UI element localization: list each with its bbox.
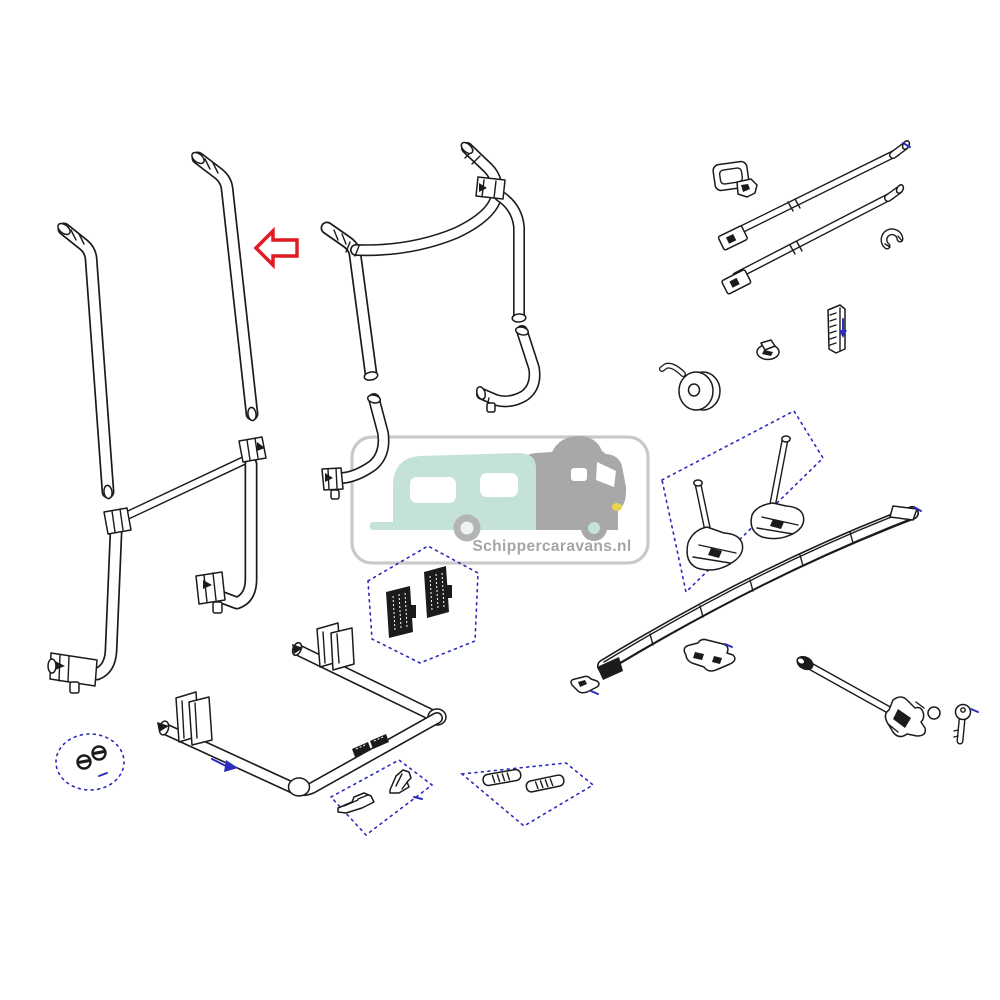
group-cap-nuts: [55, 733, 125, 791]
part-top-frame: [327, 141, 527, 381]
motorhome-icon: [520, 436, 627, 541]
caravan-icon: [370, 452, 536, 542]
part-wing-nut: [756, 339, 780, 361]
part-small-clip: [570, 675, 600, 695]
rubber-pad: [424, 566, 452, 618]
mounting-bracket: [389, 769, 412, 794]
blue-callout-arrow-icon: [211, 758, 238, 772]
part-rail-clamp: [683, 638, 736, 672]
dotted-box: [460, 762, 595, 827]
profile-strip: [482, 768, 522, 787]
red-highlight-arrow-icon: [253, 226, 299, 270]
cap-nut: [91, 745, 107, 761]
watermark-text: Schippercaravans.nl: [472, 538, 631, 555]
group-lever-clamps: [661, 409, 825, 594]
dotted-box: [367, 545, 479, 664]
rubber-pad: [386, 586, 416, 638]
mounting-bracket: [337, 792, 375, 814]
part-bottom-frame: [157, 622, 447, 797]
lever-clamp: [686, 479, 744, 571]
group-profile-strips: [460, 762, 595, 827]
blue-callout-tick-icon: [913, 506, 922, 512]
part-wall-clip: [712, 160, 758, 198]
profile-strip: [525, 774, 565, 793]
cap-nut: [76, 754, 92, 770]
part-elbow-tube-left: [321, 394, 384, 500]
blue-callout-tick-icon: [724, 643, 733, 648]
part-ratchet-plate: [827, 304, 847, 354]
dotted-box: [661, 409, 825, 594]
blue-callout-arrow-icon: [839, 318, 847, 338]
part-support-bar-upper: [717, 140, 911, 251]
watermark: Schippercaravans.nl: [350, 435, 650, 565]
blue-callout-tick-icon: [98, 772, 108, 777]
part-c-clip: [884, 232, 902, 247]
dotted-box: [329, 759, 434, 837]
part-mid-frame: [47, 436, 267, 694]
part-vertical-rail-left: [57, 221, 113, 500]
part-elbow-tube-right: [475, 326, 534, 413]
blue-callout-tick-icon: [970, 708, 979, 713]
group-mounting-brackets: [329, 759, 434, 837]
part-curved-rail: [597, 505, 922, 680]
dotted-box: [55, 733, 125, 791]
lever-clamp: [750, 435, 805, 540]
watermark-border: [350, 435, 650, 565]
part-locking-rod: [796, 655, 941, 738]
blue-callout-tick-icon: [590, 690, 599, 695]
blue-callout-tick-icon: [902, 142, 911, 148]
part-strap-roll: [662, 366, 721, 411]
part-vertical-rail-highlighted: [191, 150, 257, 422]
part-key: [953, 703, 979, 745]
group-rubber-pads: [367, 545, 479, 664]
part-support-bar-lower: [721, 184, 905, 295]
headlight: [612, 503, 622, 511]
blue-callout-tick-icon: [413, 796, 423, 800]
